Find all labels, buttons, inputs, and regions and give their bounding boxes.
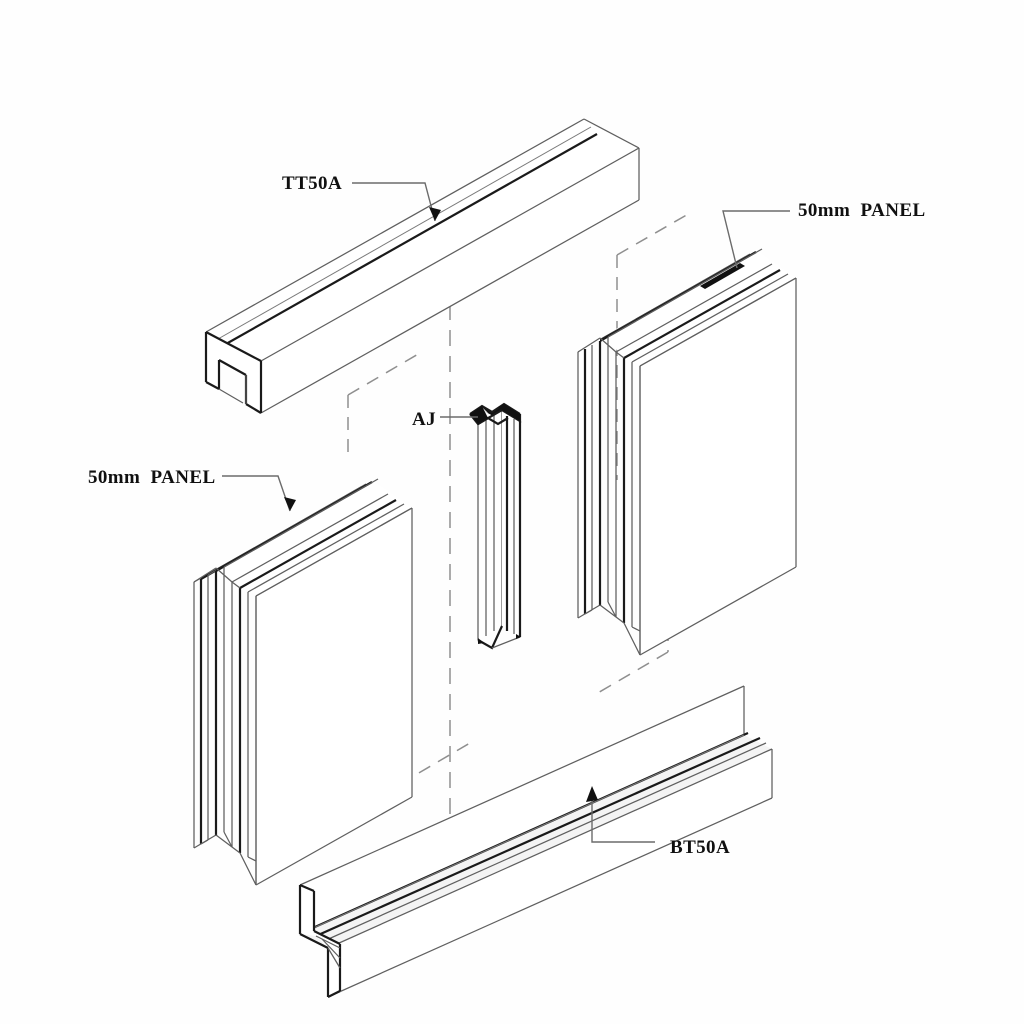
bt50a-floor-thin-back	[299, 734, 745, 935]
panel-right-corner-top-b	[599, 337, 617, 353]
tt50a-left-end-section	[206, 332, 261, 413]
panel-left-top-line-7-heavy	[239, 499, 397, 589]
component-aj	[469, 402, 522, 650]
aj-top-dark-notch-right	[498, 404, 520, 421]
hidden-line-left-lower-diag	[399, 742, 471, 785]
component-panel-right	[577, 248, 797, 656]
panel-left-corner-top-b	[215, 567, 233, 583]
tt50a-right-end-top	[583, 118, 640, 149]
tt50a-front-top-edge	[260, 147, 640, 362]
hidden-line-left-upper-diag	[347, 352, 421, 396]
aj-side-face	[502, 410, 520, 637]
panel-right-top-line-9	[639, 277, 797, 367]
tt50a-top-face	[206, 119, 639, 361]
aj-bottom-left-tick	[478, 638, 484, 644]
tt50a-end-web	[218, 359, 247, 376]
panel-right-top-line-8	[631, 273, 789, 363]
aj-bottom-right-tick	[516, 634, 521, 639]
panel-left-top-line-6	[231, 493, 389, 583]
tt50a-back-leg-run	[218, 388, 244, 404]
bt50a-front-leg-top-edge	[327, 748, 773, 949]
tt50a-leader-arrowhead	[429, 207, 441, 221]
bt50a-leader-line	[591, 800, 655, 843]
bt50a-back-leg-face	[300, 686, 744, 934]
component-panel-left	[193, 478, 413, 886]
leader-aj: AJ	[412, 409, 478, 430]
panel-left-top-line-8	[247, 503, 405, 593]
tt50a-front-face	[261, 148, 639, 413]
tt50a-end-top-lip	[205, 331, 262, 362]
panel-right-left-bottom-d	[584, 609, 593, 615]
panel-right-face-bottom-edge	[639, 566, 797, 656]
label-panel-right: 50mm PANEL	[798, 200, 926, 221]
panel-left-corner-top-a	[193, 567, 217, 583]
leader-panel-left: 50mm PANEL	[88, 467, 296, 512]
bt50a-end-hatch-c	[327, 947, 341, 969]
bt50a-front-leg-face	[328, 749, 772, 997]
label-bt50a: BT50A	[670, 837, 730, 858]
panel-right-corner-top-a	[577, 337, 601, 353]
panel-right-groove-pocket	[700, 263, 745, 289]
bt50a-left-end-section	[300, 885, 340, 997]
panel-left-front-face	[216, 480, 412, 885]
bt50a-end-floor-outer	[299, 933, 329, 949]
component-bt50a	[298, 685, 773, 998]
panel-left-bottom-f	[247, 856, 257, 862]
tt50a-end-leg-bottom	[245, 403, 262, 414]
panel-right-leader-line	[722, 210, 790, 269]
bt50a-floor-heavy-front	[315, 736, 761, 938]
panel-left-corner-top-c	[231, 581, 241, 589]
panel-left-leader-arrowhead	[284, 497, 296, 511]
tt50a-end-far-leg-bottom	[205, 381, 220, 390]
bt50a-floor-thin-front	[323, 742, 767, 942]
bt50a-front-leg-bottom-edge	[327, 797, 773, 998]
panel-right-top-line-6	[615, 263, 773, 353]
panel-right-left-band	[578, 338, 600, 618]
aj-top-dark-notch-left	[470, 406, 488, 424]
panel-right-left-bottom-b	[599, 604, 625, 624]
hidden-line-right-lower-diag	[595, 651, 669, 695]
bt50a-end-floor-inner	[313, 930, 341, 945]
panel-right-left-bottom-c	[623, 622, 641, 656]
panel-left-bottom-c	[239, 852, 257, 886]
panel-left-top-line-5	[223, 478, 379, 568]
aj-bottom-right	[491, 636, 521, 649]
aj-front-face	[478, 410, 502, 640]
panel-right-left-bottom-e	[607, 601, 617, 618]
panel-right-corner-top-c	[615, 351, 625, 359]
bt50a-end-back-lip	[299, 883, 315, 893]
label-panel-left: 50mm PANEL	[88, 467, 216, 488]
bt50a-back-leg-top-edge	[299, 685, 745, 886]
leader-tt50a: TT50A	[282, 173, 441, 222]
tt50a-bend-line-heavy	[225, 133, 598, 345]
leader-panel-right: 50mm PANEL	[722, 200, 926, 269]
tt50a-bend-line-thin	[217, 126, 592, 340]
bt50a-floor-face	[300, 735, 772, 948]
bt50a-end-hatch-b	[321, 938, 341, 959]
panel-left-face-bottom-edge	[255, 796, 413, 886]
panel-left-bottom-d	[200, 839, 209, 845]
panel-right-left-bottom-f	[631, 626, 641, 632]
tt50a-top-back-edge	[205, 118, 585, 333]
bt50a-leader-arrowhead	[586, 786, 598, 802]
hidden-line-right-upper-diag	[616, 212, 691, 256]
panel-left-bottom-b	[215, 834, 241, 854]
panel-left-top-line-9	[255, 507, 413, 597]
tt50a-front-bottom-edge	[260, 199, 640, 414]
panel-left-bottom-e	[223, 831, 233, 848]
panel-right-front-face	[600, 250, 796, 655]
label-aj: AJ	[412, 409, 436, 430]
bt50a-end-hatch-a	[315, 935, 341, 949]
component-tt50a	[204, 118, 640, 414]
bt50a-end-front-lip	[327, 990, 341, 998]
leader-bt50a: BT50A	[586, 786, 730, 858]
label-tt50a: TT50A	[282, 173, 342, 194]
panel-right-top-line-7-heavy	[623, 269, 781, 359]
